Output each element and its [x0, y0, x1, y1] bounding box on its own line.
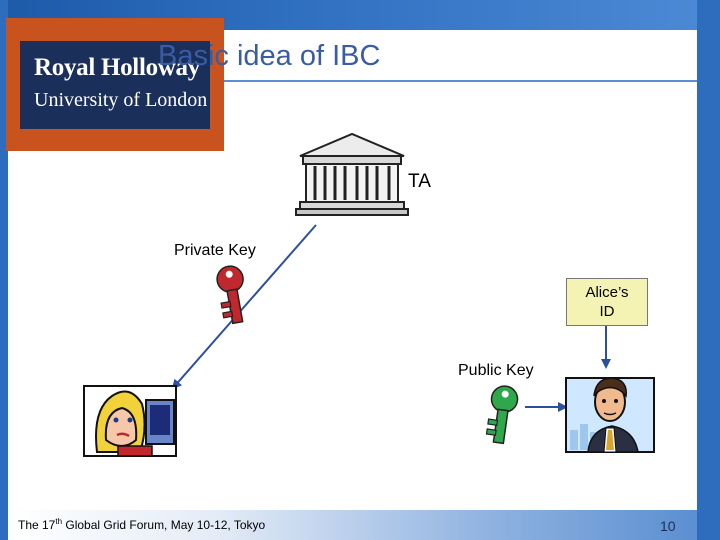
businessman-icon [565, 377, 655, 453]
public-key-label: Public Key [458, 362, 534, 379]
footer-text: The 17th Global Grid Forum, May 10-12, T… [18, 517, 265, 532]
footer-text-sup: th [55, 517, 63, 526]
red-key-icon [216, 265, 244, 325]
header-rule [8, 80, 697, 82]
left-band [0, 0, 8, 540]
id-box-line-1: Alice’s [585, 284, 629, 301]
logo-line-2: University of London [34, 89, 208, 111]
id-box-line-2: ID [599, 303, 615, 320]
logo-line-1: Royal Holloway [34, 54, 200, 81]
green-key-icon [485, 385, 519, 445]
government-building-icon [295, 132, 409, 216]
woman-at-computer-icon [83, 385, 177, 457]
alice-id-box: Alice’s ID [566, 278, 648, 326]
private-key-arrow [171, 224, 317, 390]
slide-title: Basic idea of IBC [158, 40, 381, 72]
university-logo-panel [20, 41, 210, 129]
footer-bar [8, 510, 697, 540]
private-key-label: Private Key [174, 242, 256, 259]
footer-text-start: The 17 [18, 518, 56, 532]
page-number: 10 [660, 518, 676, 534]
ta-label: TA [408, 171, 431, 192]
footer-text-end: Global Grid Forum, May 10-12, Tokyo [62, 518, 266, 532]
right-band [697, 0, 720, 540]
